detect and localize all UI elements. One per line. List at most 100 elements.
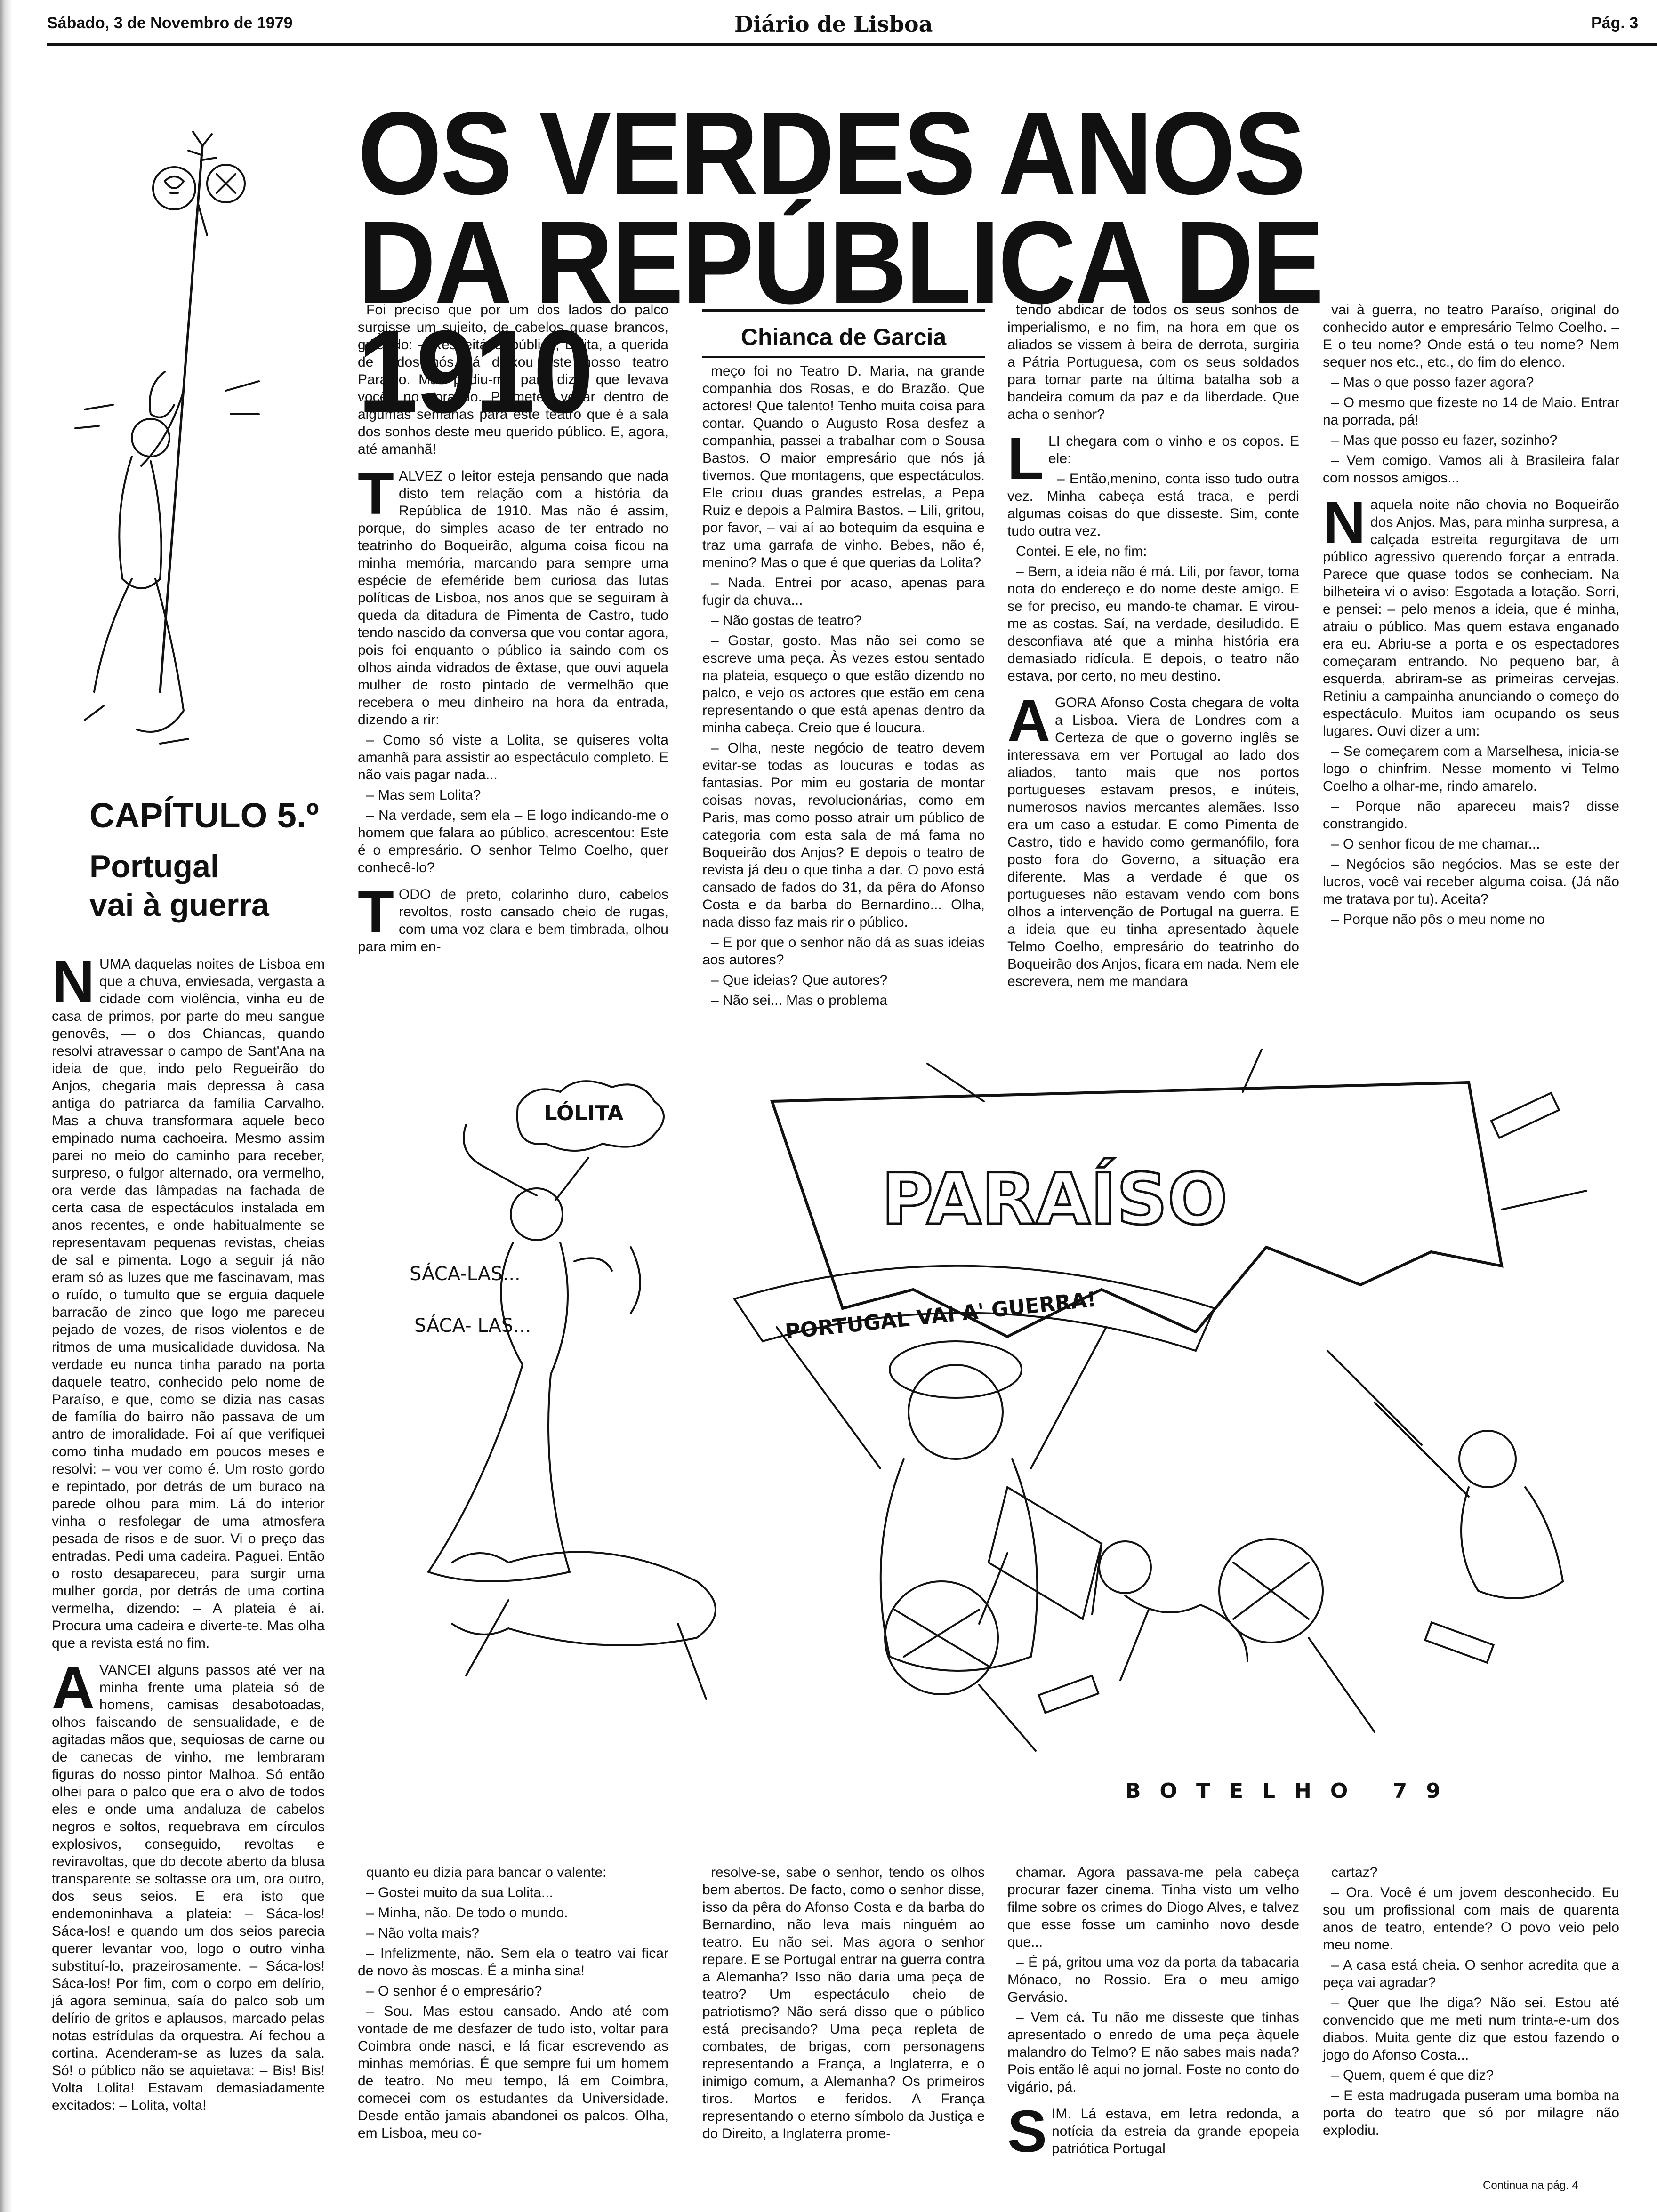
paragraph-text: – Minha, não. De todo o mundo. (366, 1905, 568, 1921)
article-paragraph: Foi preciso que por um dos lados do palc… (358, 301, 668, 458)
paragraph-text: – Vem cá. Tu não me disseste que tinhas … (1007, 2010, 1299, 2095)
headline-line-2: DA REPÚBLICA DE 1910 (358, 197, 1324, 437)
paragraph-text: – Como só viste a Lolita, se quiseres vo… (358, 732, 668, 783)
article-paragraph: cartaz? (1323, 1864, 1619, 1881)
article-paragraph: – O senhor é o empresário? (358, 1982, 668, 2000)
article-paragraph: – Gostei muito da sua Lolita... (358, 1884, 668, 1901)
article-column-2-top: Foi preciso que por um dos lados do palc… (358, 301, 668, 1045)
paragraph-text: ALVEZ o leitor esteja pensando que nada … (358, 468, 668, 728)
paragraph-text: – Na verdade, sem ela – E logo indicando… (358, 808, 668, 875)
chapter-title-line-2: vai à guerra (89, 887, 269, 923)
article-column-3-top: meço foi no Teatro D. Maria, na grande c… (702, 362, 985, 1045)
drop-cap: S (1007, 2098, 1047, 2164)
article-paragraph: – É pá, gritou uma voz da porta da tabac… (1007, 1954, 1299, 2006)
article-paragraph: – Que ideias? Que autores? (702, 971, 985, 989)
banner-caption: PORTUGAL VAI A' GUERRA! (784, 1288, 1098, 1344)
article-column-2-bottom: quanto eu dizia para bancar o valente: – … (358, 1864, 668, 2193)
article-paragraph: Contei. E ele, no fim: (1007, 543, 1299, 560)
drop-cap: A (52, 1654, 95, 1721)
paragraph-text: LI chegara com o vinho e os copos. E ele… (1048, 433, 1299, 466)
paragraph-text: – Mas sem Lolita? (366, 787, 481, 803)
paragraph-text: ODO de preto, colarinho duro, cabelos re… (358, 887, 668, 954)
shout-caption-2: SÁCA- LAS... (414, 1314, 531, 1337)
article-paragraph: – Ora. Você é um jovem desconhecido. Eu … (1323, 1884, 1619, 1954)
paragraph-text: – Gostei muito da sua Lolita... (366, 1885, 553, 1900)
article-paragraph: quanto eu dizia para bancar o valente: (358, 1864, 668, 1881)
paragraph-text: – É pá, gritou uma voz da porta da tabac… (1007, 1955, 1299, 2005)
article-column-5-bottom: cartaz? – Ora. Você é um jovem desconheci… (1323, 1864, 1619, 2174)
paragraph-text: – Porque não pôs o meu nome no (1331, 912, 1545, 927)
paragraph-text: – Ora. Você é um jovem desconhecido. Eu … (1323, 1885, 1619, 1953)
page-edge-shadow (0, 0, 12, 2212)
article-paragraph: – E esta madrugada puseram uma bomba na … (1323, 2087, 1619, 2139)
continuation-note: Continua na pág. 4 (1483, 2179, 1578, 2192)
flag-bearer-illustration (74, 131, 260, 745)
issue-date: Sábado, 3 de Novembro de 1979 (47, 14, 293, 32)
article-paragraph: – Porque não apareceu mais? disse constr… (1323, 798, 1619, 833)
article-paragraph: resolve-se, sabe o senhor, tendo os olho… (702, 1864, 985, 2142)
shout-caption-1: SÁCA-LAS... (410, 1262, 521, 1285)
paragraph-text: IM. Lá estava, em letra redonda, a notíc… (1052, 2106, 1299, 2156)
drop-cap: T (358, 460, 394, 527)
paragraph-text: – O senhor ficou de me chamar... (1331, 836, 1540, 852)
paragraph-text: – Mas o que posso fazer agora? (1331, 375, 1534, 390)
paragraph-text: – Então,menino, conta isso tudo outra ve… (1007, 471, 1299, 539)
paragraph-text: – E por que o senhor não dá as suas idei… (702, 935, 985, 968)
article-paragraph: – Vem comigo. Vamos ali à Brasileira fal… (1323, 452, 1619, 487)
article-paragraph: meço foi no Teatro D. Maria, na grande c… (702, 362, 985, 571)
article-column-3-bottom: resolve-se, sabe o senhor, tendo os olho… (702, 1864, 985, 2193)
article-paragraph: – O senhor ficou de me chamar... (1323, 835, 1619, 853)
paragraph-text: – Não volta mais? (366, 1925, 480, 1941)
paragraph-text: chamar. Agora passava-me pela cabeça pro… (1007, 1865, 1299, 1950)
article-paragraph: – Nada. Entrei por acaso, apenas para fu… (702, 574, 985, 609)
article-paragraph: – E por que o senhor não dá as suas idei… (702, 934, 985, 969)
paragraph-text: – Se começarem com a Marselhesa, inicia-… (1323, 744, 1619, 794)
lolita-caption: LÓLITA (544, 1100, 624, 1125)
article-paragraph: chamar. Agora passava-me pela cabeça pro… (1007, 1864, 1299, 1951)
article-paragraph: – Quem, quem é que diz? (1323, 2067, 1619, 2084)
drop-cap: N (1323, 489, 1366, 555)
paragraph-text: – Gostar, gosto. Mas não sei como se esc… (702, 633, 985, 736)
paragraph-text: – Olha, neste negócio de teatro devem ev… (702, 740, 985, 930)
paragraph-text: UMA daquelas noites de Lisboa em que a c… (52, 956, 325, 1651)
article-paragraph: – Não sei... Mas o problema (702, 992, 985, 1009)
article-paragraph: – Como só viste a Lolita, se quiseres vo… (358, 731, 668, 784)
page-number: Pág. 3 (1591, 14, 1639, 32)
paragraph-text: quanto eu dizia para bancar o valente: (366, 1865, 607, 1880)
article-paragraph: – Porque não pôs o meu nome no (1323, 911, 1619, 928)
artist-signature: BOTELHO 79 (1125, 1779, 1459, 1803)
paragraph-text: – Bem, a ideia não é má. Lili, por favor… (1007, 564, 1299, 684)
paragraph-text: – Infelizmente, não. Sem ela o teatro va… (358, 1946, 668, 1979)
headline: OS VERDES ANOS DA REPÚBLICA DE 1910 (358, 95, 1527, 437)
drop-cap: L (1007, 425, 1044, 492)
article-paragraph: – Mas que posso eu fazer, sozinho? (1323, 432, 1619, 449)
paragraph-text: – Não gostas de teatro? (711, 613, 862, 628)
paragraph-text: – Vem comigo. Vamos ali à Brasileira fal… (1323, 453, 1619, 486)
drop-cap: T (358, 879, 394, 945)
paragraph-text: resolve-se, sabe o senhor, tendo os olho… (702, 1865, 985, 2141)
paragraph-text: – O mesmo que fizeste no 14 de Maio. Ent… (1323, 395, 1619, 428)
article-paragraph: – Infelizmente, não. Sem ela o teatro va… (358, 1945, 668, 1980)
article-paragraph: – Não volta mais? (358, 1924, 668, 1942)
paragraph-text: cartaz? (1331, 1865, 1378, 1880)
paragraph-text: – Nada. Entrei por acaso, apenas para fu… (702, 575, 985, 608)
masthead-rule (47, 43, 1657, 46)
paragraph-text: VANCEI alguns passos até ver na minha fr… (52, 1662, 325, 2113)
article-column-4-bottom: chamar. Agora passava-me pela cabeça pro… (1007, 1864, 1299, 2193)
theatre-cartoon-illustration: PARAÍSO LÓLITA SÁCA-LAS... SÁCA- LAS... … (410, 1049, 1587, 1803)
byline-rule (702, 309, 985, 312)
article-paragraph: – Gostar, gosto. Mas não sei como se esc… (702, 632, 985, 737)
article-paragraph: – Olha, neste negócio de teatro devem ev… (702, 739, 985, 931)
article-paragraph: – Sou. Mas estou cansado. Ando até com v… (358, 2003, 668, 2142)
paragraph-text: GORA Afonso Costa chegara de volta a Lis… (1007, 695, 1299, 989)
paragraph-text: – Quem, quem é que diz? (1331, 2068, 1494, 2083)
chapter-label: CAPÍTULO 5.º (89, 796, 319, 835)
article-paragraph: – Mas o que posso fazer agora? (1323, 374, 1619, 391)
paragraph-text: aquela noite não chovia no Boqueirão dos… (1323, 497, 1619, 739)
